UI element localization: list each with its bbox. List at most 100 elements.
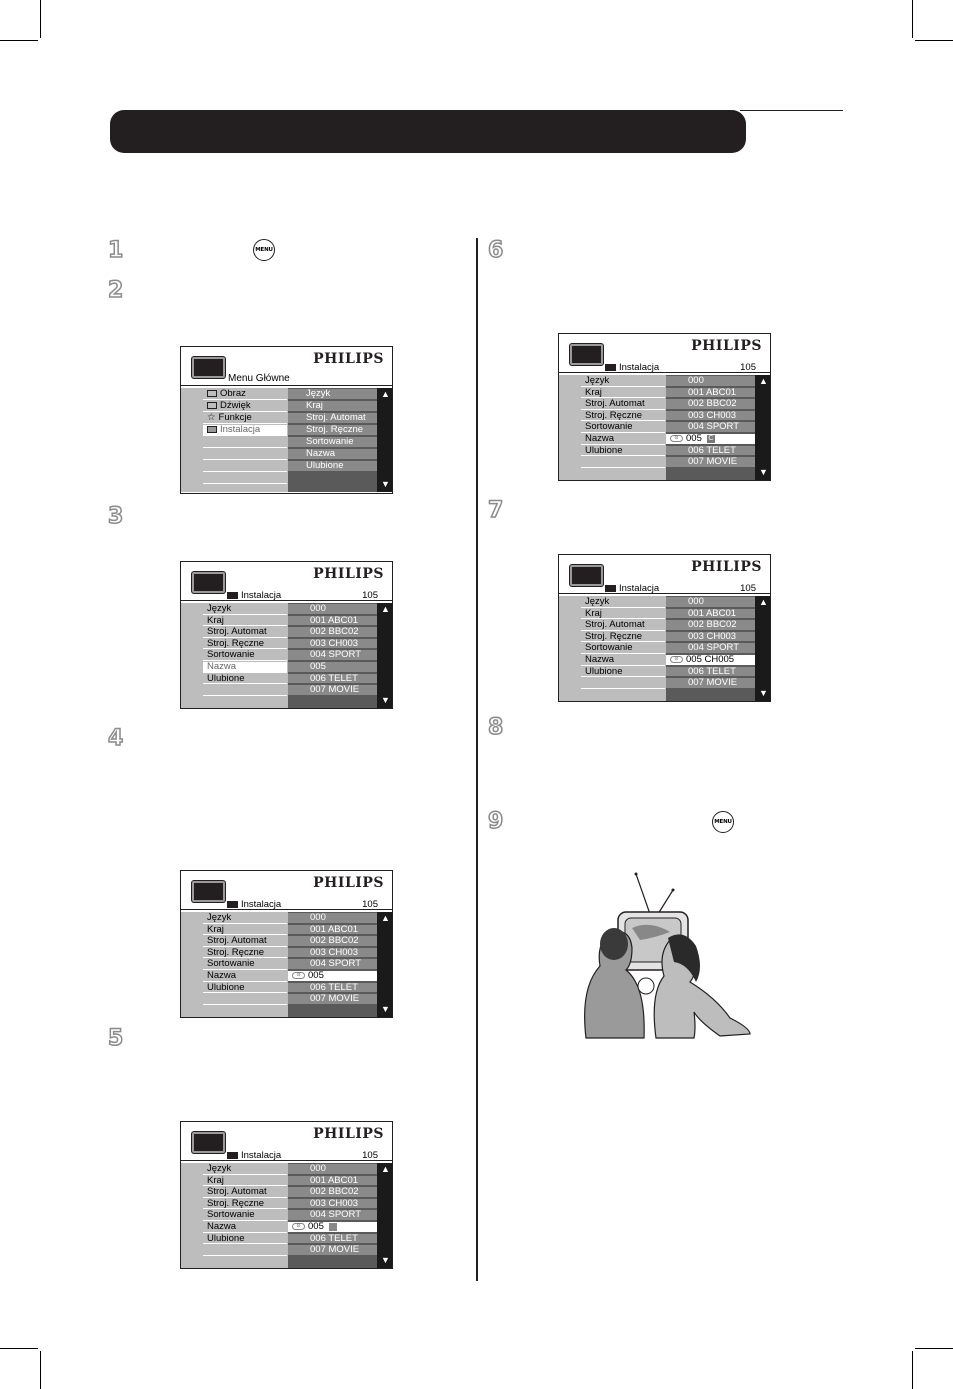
install-menu-item[interactable]: Język: [581, 596, 665, 608]
install-icon: [227, 592, 238, 599]
submenu-item[interactable]: Nazwa: [288, 448, 377, 460]
step-number-2: 2: [107, 278, 124, 303]
channel-item[interactable]: 001 ABC01: [666, 608, 755, 620]
install-menu-item[interactable]: Sortowanie: [203, 1210, 287, 1221]
channel-item[interactable]: 003 CH003: [666, 631, 755, 643]
channel-item[interactable]: 003 CH003: [288, 947, 377, 959]
submenu-item[interactable]: Kraj: [288, 400, 377, 412]
menu-item-obraz[interactable]: Obraz: [203, 388, 287, 400]
scrollbar[interactable]: ▲▼: [755, 375, 770, 480]
channel-item[interactable]: 000: [288, 912, 377, 924]
submenu-item[interactable]: Stroj. Ręczne: [288, 424, 377, 436]
install-menu-item[interactable]: Ulubione: [581, 445, 665, 457]
install-menu-item[interactable]: Ulubione: [581, 666, 665, 678]
install-menu-item[interactable]: Język: [203, 1163, 287, 1175]
scrollbar[interactable]: ▲ ▼: [377, 388, 392, 492]
install-menu-item[interactable]: Język: [203, 912, 287, 924]
channel-item[interactable]: 006 TELET: [288, 1233, 377, 1245]
scrollbar[interactable]: ▲▼: [377, 1163, 392, 1268]
submenu-item[interactable]: Ulubione: [288, 460, 377, 472]
channel-item[interactable]: 004 SPORT: [666, 643, 755, 654]
install-menu-item[interactable]: Stroj. Automat: [203, 627, 287, 638]
menu-item-funkcje[interactable]: ☆Funkcje: [203, 412, 287, 424]
channel-item[interactable]: 006 TELET: [666, 445, 755, 457]
channel-item[interactable]: 007 MOVIE: [666, 457, 755, 468]
channel-item-selected[interactable]: ⊙005: [288, 970, 377, 982]
channel-item[interactable]: 002 BBC02: [288, 936, 377, 947]
submenu-item[interactable]: Sortowanie: [288, 436, 377, 448]
channel-item[interactable]: 001 ABC01: [288, 1175, 377, 1187]
install-menu-item[interactable]: Sortowanie: [581, 422, 665, 433]
install-menu-item[interactable]: Nazwa: [203, 1221, 287, 1233]
channel-item[interactable]: 001 ABC01: [288, 924, 377, 936]
install-menu-item[interactable]: Stroj. Automat: [203, 1187, 287, 1198]
channel-item[interactable]: 002 BBC02: [666, 620, 755, 631]
install-menu-item[interactable]: Nazwa: [581, 433, 665, 445]
install-menu-item[interactable]: Kraj: [203, 924, 287, 936]
channel-item[interactable]: 007 MOVIE: [288, 994, 377, 1005]
install-menu-item[interactable]: Nazwa: [203, 661, 287, 673]
channel-item[interactable]: 007 MOVIE: [288, 685, 377, 696]
install-menu-item[interactable]: Kraj: [581, 608, 665, 620]
submenu-item[interactable]: Stroj. Automat: [288, 412, 377, 424]
channel-item[interactable]: 005: [288, 661, 377, 673]
menu-item-dzwiek[interactable]: Dźwięk: [203, 400, 287, 412]
channel-item[interactable]: 000: [288, 1163, 377, 1175]
submenu-item[interactable]: Język: [288, 388, 377, 400]
scrollbar[interactable]: ▲▼: [377, 912, 392, 1017]
install-menu-item[interactable]: Kraj: [581, 387, 665, 399]
channel-item[interactable]: 002 BBC02: [666, 399, 755, 410]
channel-item[interactable]: 003 CH003: [666, 410, 755, 422]
channel-item[interactable]: 007 MOVIE: [666, 678, 755, 689]
install-menu-item[interactable]: Sortowanie: [581, 643, 665, 654]
install-menu-item[interactable]: Stroj. Ręczne: [581, 410, 665, 422]
install-menu-item[interactable]: Język: [203, 603, 287, 615]
channel-item[interactable]: 004 SPORT: [288, 1210, 377, 1221]
channel-item-selected[interactable]: ⊙005 CH005: [666, 654, 755, 666]
install-menu-item[interactable]: Stroj. Ręczne: [581, 631, 665, 643]
install-menu-item[interactable]: Ulubione: [203, 982, 287, 994]
channel-item[interactable]: 003 CH003: [288, 638, 377, 650]
install-icon: [227, 1152, 238, 1159]
remote-icon: ⊙: [670, 435, 683, 443]
install-menu-item[interactable]: Kraj: [203, 1175, 287, 1187]
install-menu-item[interactable]: Ulubione: [203, 673, 287, 685]
channel-item[interactable]: 000: [666, 375, 755, 387]
install-menu-item[interactable]: Sortowanie: [203, 959, 287, 970]
menu-item-instalacja[interactable]: Instalacja: [203, 424, 287, 436]
install-menu-item[interactable]: Stroj. Automat: [581, 399, 665, 410]
menu-item-empty: [203, 473, 287, 484]
install-menu-item[interactable]: Stroj. Ręczne: [203, 947, 287, 959]
channel-item[interactable]: 001 ABC01: [288, 615, 377, 627]
channel-item[interactable]: 000: [288, 603, 377, 615]
arrow-up-icon: ▲: [759, 376, 768, 386]
install-menu-item[interactable]: Sortowanie: [203, 650, 287, 661]
channel-item[interactable]: 004 SPORT: [288, 650, 377, 661]
install-menu-item[interactable]: Stroj. Ręczne: [203, 638, 287, 650]
channel-item-selected[interactable]: ⊙005: [288, 1221, 377, 1233]
install-menu-item[interactable]: Nazwa: [203, 970, 287, 982]
channel-item[interactable]: 007 MOVIE: [288, 1245, 377, 1256]
channel-item[interactable]: 000: [666, 596, 755, 608]
arrow-up-icon: ▲: [759, 597, 768, 607]
install-menu-item[interactable]: Stroj. Ręczne: [203, 1198, 287, 1210]
channel-item[interactable]: 004 SPORT: [288, 959, 377, 970]
channel-item[interactable]: 001 ABC01: [666, 387, 755, 399]
scrollbar[interactable]: ▲▼: [755, 596, 770, 701]
install-menu-item[interactable]: Kraj: [203, 615, 287, 627]
scrollbar[interactable]: ▲▼: [377, 603, 392, 708]
channel-item[interactable]: 006 TELET: [288, 673, 377, 685]
channel-item[interactable]: 006 TELET: [666, 666, 755, 678]
channel-item[interactable]: 006 TELET: [288, 982, 377, 994]
install-menu-item[interactable]: Ulubione: [203, 1233, 287, 1245]
install-menu-item[interactable]: Stroj. Automat: [203, 936, 287, 947]
channel-item[interactable]: 003 CH003: [288, 1198, 377, 1210]
channel-item[interactable]: 002 BBC02: [288, 1187, 377, 1198]
install-menu-item[interactable]: Język: [581, 375, 665, 387]
channel-item[interactable]: 002 BBC02: [288, 627, 377, 638]
page-number: 105: [740, 583, 756, 594]
install-menu-item[interactable]: Stroj. Automat: [581, 620, 665, 631]
install-menu-item[interactable]: Nazwa: [581, 654, 665, 666]
channel-item[interactable]: 004 SPORT: [666, 422, 755, 433]
